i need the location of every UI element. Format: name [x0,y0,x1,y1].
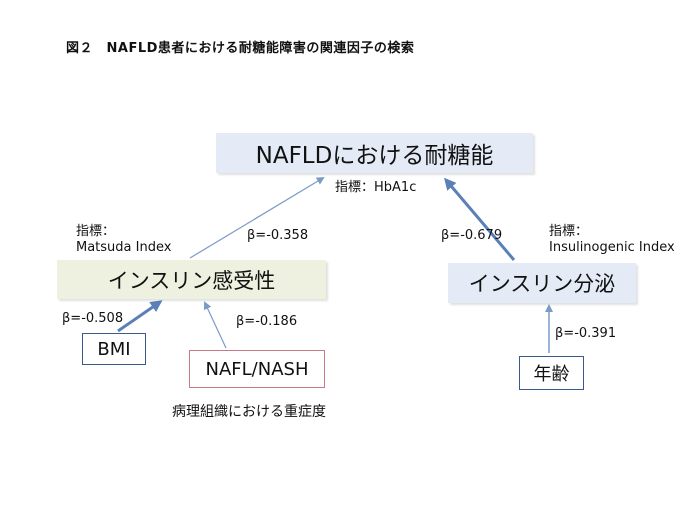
coef-secr-to-top: β=-0.679 [441,228,503,243]
arrow-secretion-to-top [444,177,516,261]
coef-bmi-to-sens: β=-0.508 [62,311,124,326]
arrow-nafl-to-sensitivity [203,301,227,349]
node-insulin-secretion: インスリン分泌 [448,263,636,303]
node-insulin-sensitivity: インスリン感受性 [57,260,326,299]
coef-sens-to-top: β=-0.358 [247,228,309,243]
node-glucose-tolerance: NAFLDにおける耐糖能 [216,133,533,173]
sens-index-label-2: Matsuda Index [76,240,172,255]
arrow-sensitivity-to-top [189,176,325,259]
node-bmi: BMI [82,333,146,365]
figure-title: 図２ NAFLD患者における耐糖能障害の関連因子の検索 [66,41,415,56]
sens-index-label-1: 指標： [76,224,116,239]
coef-nafl-to-sens: β=-0.186 [236,314,298,329]
node-nafl-nash: NAFL/NASH [189,350,325,388]
coef-age-to-secr: β=-0.391 [555,326,617,341]
secr-index-label-2: Insulinogenic Index [549,240,675,255]
node-age: 年齢 [519,356,584,390]
arrow-bmi-to-sensitivity [117,300,163,333]
nafl-caption: 病理組織における重症度 [172,404,326,420]
hba1c-index-label: 指標：HbA1c [335,180,417,195]
secr-index-label-1: 指標： [549,224,589,239]
